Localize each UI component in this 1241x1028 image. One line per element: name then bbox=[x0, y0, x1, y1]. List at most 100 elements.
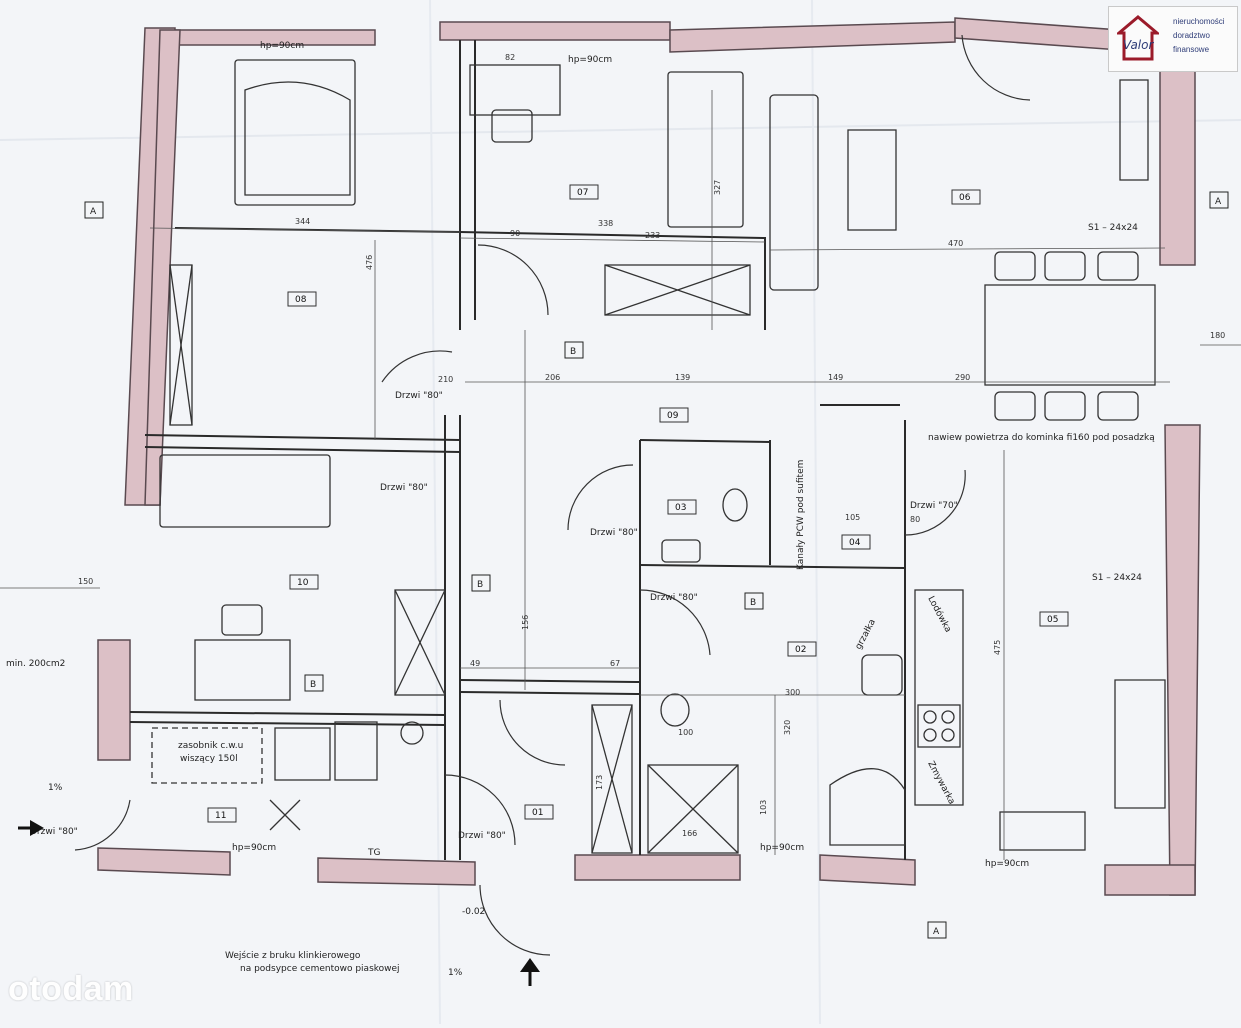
room-tag-02: 02 bbox=[787, 641, 817, 657]
axis-marker-b: B bbox=[564, 341, 584, 359]
room-number: 04 bbox=[849, 538, 861, 548]
dimension-value: 327 bbox=[713, 180, 722, 195]
entry-label-line1: Wejście z bruku klinkierowego bbox=[225, 950, 361, 961]
dimension-value: 67 bbox=[610, 659, 620, 668]
furniture-room-06 bbox=[769, 79, 1156, 421]
dimension-value: 320 bbox=[783, 720, 792, 735]
furniture-room-05 bbox=[914, 589, 1166, 851]
furniture-room-07 bbox=[469, 64, 751, 316]
dimension-value: 233 bbox=[645, 231, 660, 240]
otodam-watermark: otodam bbox=[8, 970, 134, 1008]
door-label: Drzwi "70" bbox=[910, 501, 958, 511]
dimension-value: 82 bbox=[505, 53, 515, 62]
boiler-label-line2: wiszący 150l bbox=[180, 754, 238, 764]
axis-label: B bbox=[310, 680, 316, 690]
room-tag-07: 07 bbox=[569, 184, 599, 200]
door-label: Drzwi "80" bbox=[395, 391, 443, 401]
bed-room-08 bbox=[169, 59, 356, 426]
furniture-room-10 bbox=[159, 454, 446, 701]
room-tag-11: 11 bbox=[207, 807, 237, 823]
tg-label: TG bbox=[367, 848, 380, 858]
axis-label: A bbox=[933, 927, 940, 937]
dimension-value: 338 bbox=[598, 219, 613, 228]
axis-marker-b: B bbox=[744, 592, 764, 610]
plan-annotations: hp=90cm hp=90cm hp=90cm hp=90cm hp=90cm … bbox=[6, 41, 1155, 978]
house-logo-icon: Valor bbox=[1117, 15, 1159, 61]
logo-line1: nieruchomości bbox=[1173, 17, 1225, 26]
room-number: 09 bbox=[667, 411, 679, 421]
dimension-value: 180 bbox=[1210, 331, 1225, 340]
axis-label: B bbox=[750, 598, 756, 608]
dimension-value: 90 bbox=[510, 229, 520, 238]
dimension-value: 156 bbox=[521, 615, 530, 630]
axis-marker-a: A bbox=[927, 921, 947, 939]
room-number: 03 bbox=[675, 503, 686, 513]
furniture-room-11 bbox=[151, 721, 424, 831]
axis-marker-a: A bbox=[84, 201, 104, 219]
room-tag-06: 06 bbox=[951, 189, 981, 205]
dimension-value: 344 bbox=[295, 217, 310, 226]
dimension-value: 210 bbox=[438, 375, 453, 384]
dimension-values: 344 338 470 233 206 139 149 290 90 210 8… bbox=[78, 53, 1225, 838]
hp-label: hp=90cm bbox=[760, 843, 804, 853]
dimension-value: 173 bbox=[595, 775, 604, 790]
slope-label: 1% bbox=[48, 783, 63, 793]
dimension-value: 80 bbox=[910, 515, 920, 524]
logo-line3: finansowe bbox=[1173, 45, 1210, 54]
dimension-value: 103 bbox=[759, 800, 768, 815]
hp-label: hp=90cm bbox=[568, 55, 612, 65]
room-number: 02 bbox=[795, 645, 806, 655]
dimension-lines bbox=[0, 90, 1241, 860]
door-label: Drzwi "80" bbox=[380, 483, 428, 493]
room-number: 11 bbox=[215, 811, 226, 821]
room-tag-03: 03 bbox=[667, 499, 697, 515]
dimension-value: 49 bbox=[470, 659, 480, 668]
level-label: -0.02 bbox=[462, 907, 485, 917]
room-tag-09: 09 bbox=[659, 407, 689, 423]
room-number: 08 bbox=[295, 295, 307, 305]
slope-label: 1% bbox=[448, 968, 463, 978]
ventilation-min-label: min. 200cm2 bbox=[6, 659, 65, 669]
room-number: 01 bbox=[532, 808, 543, 818]
dimension-value: 290 bbox=[955, 373, 970, 382]
dimension-value: 206 bbox=[545, 373, 560, 382]
room-number: 07 bbox=[577, 188, 588, 198]
air-intake-label: nawiew powietrza do kominka fi160 pod po… bbox=[928, 433, 1155, 443]
door-label: Drzwi "80" bbox=[590, 528, 638, 538]
room-number: 05 bbox=[1047, 615, 1058, 625]
furniture-room-02 bbox=[591, 654, 906, 854]
room-number: 10 bbox=[297, 578, 309, 588]
room-number: 06 bbox=[959, 193, 971, 203]
hp-label: hp=90cm bbox=[985, 859, 1029, 869]
axis-markers: A A A B B B B bbox=[84, 191, 1229, 939]
dimension-value: 139 bbox=[675, 373, 690, 382]
dimension-value: 100 bbox=[678, 728, 693, 737]
axis-label: B bbox=[477, 580, 483, 590]
room-tag-01: 01 bbox=[524, 804, 554, 820]
axis-marker-b: B bbox=[471, 574, 491, 592]
door-swings bbox=[74, 34, 1031, 956]
door-label: Drzwi "80" bbox=[650, 593, 698, 603]
dimension-value: 149 bbox=[828, 373, 843, 382]
dimension-value: 300 bbox=[785, 688, 800, 697]
furniture-room-03 bbox=[661, 488, 748, 563]
inner-walls bbox=[129, 40, 906, 860]
valor-logo: Valor nieruchomości doradztwo finansowe bbox=[1108, 6, 1238, 72]
paper-fold bbox=[0, 119, 1241, 141]
door-label: Drzwi "80" bbox=[30, 827, 78, 837]
hp-label: hp=90cm bbox=[232, 843, 276, 853]
logo-brand-text: Valor bbox=[1123, 38, 1154, 52]
s1-label: S1 – 24x24 bbox=[1092, 573, 1142, 583]
dimension-value: 470 bbox=[948, 239, 963, 248]
axis-marker-a: A bbox=[1209, 191, 1229, 209]
paper-fold bbox=[429, 0, 441, 1025]
room-tag-08: 08 bbox=[287, 291, 317, 307]
axis-marker-b: B bbox=[304, 674, 324, 692]
dimension-value: 476 bbox=[365, 255, 374, 270]
dimension-value: 105 bbox=[845, 513, 860, 522]
hp-label: hp=90cm bbox=[260, 41, 304, 51]
s1-label: S1 – 24x24 bbox=[1088, 223, 1138, 233]
axis-label: A bbox=[90, 207, 97, 217]
